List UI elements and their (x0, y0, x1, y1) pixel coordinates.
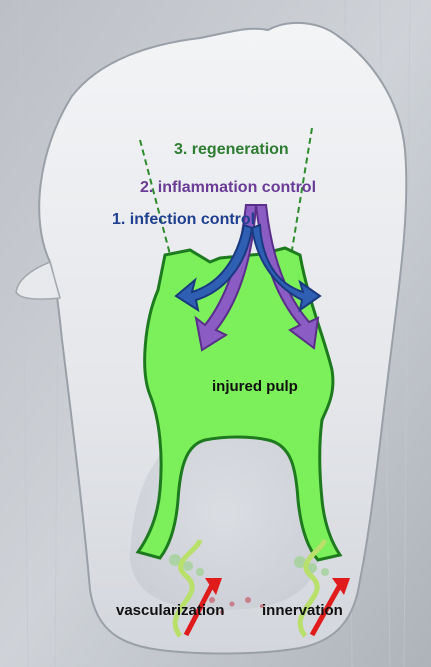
label-injured-pulp: injured pulp (212, 378, 298, 395)
label-innervation: innervation (262, 602, 343, 619)
label-inflammation-control: 2. inflammation control (140, 179, 316, 196)
label-vascularization: vascularization (116, 602, 224, 619)
label-infection-control: 1. infection control (112, 211, 255, 228)
label-regeneration: 3. regeneration (174, 141, 289, 158)
